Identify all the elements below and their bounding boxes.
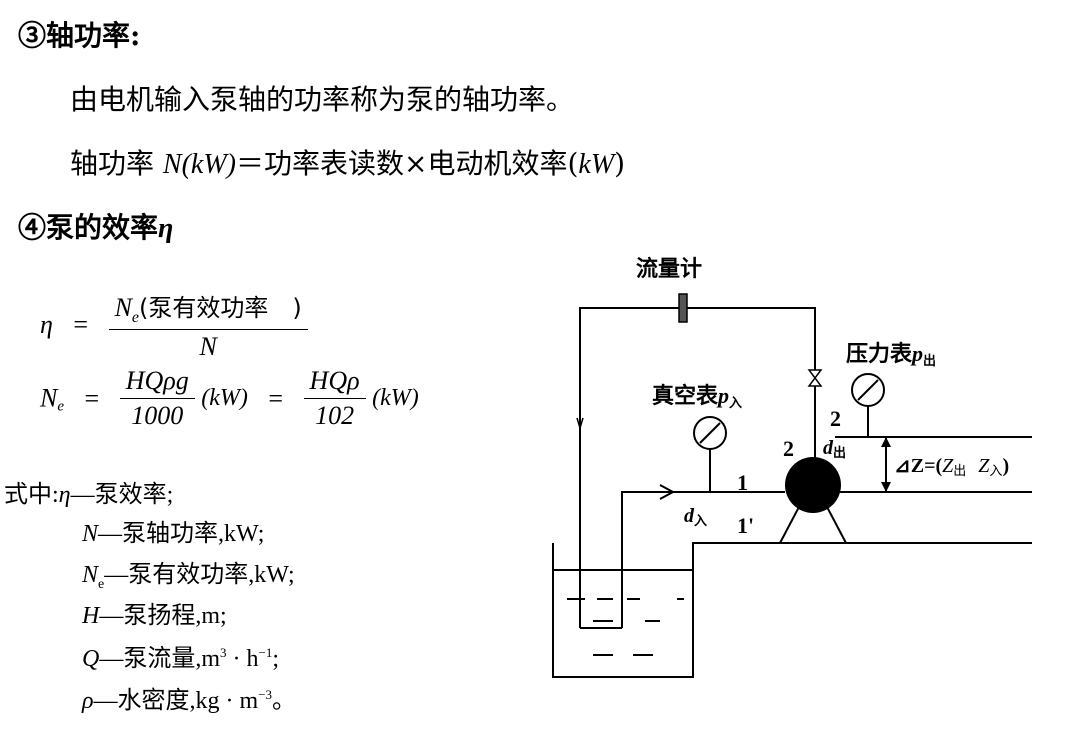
ne-unit-1: (kW) — [201, 385, 248, 411]
ne-lhs: N — [40, 383, 58, 413]
valve-icon — [807, 369, 823, 387]
legend-sup: 3 — [220, 645, 227, 660]
legend-line-3: H—泵扬程,m; — [82, 595, 227, 630]
legend-line-1: N—泵轴功率,kW; — [82, 513, 264, 548]
ne-denominator-2: 102 — [315, 401, 355, 430]
shaft-power-formula: 轴功率 N(kW)＝功率表读数×电动机效率(kW) — [70, 142, 625, 182]
legend-line-2: Ne—泵有效功率,kW; — [82, 554, 295, 593]
down-arrow-icon — [576, 417, 584, 431]
eq-sign-2: = — [268, 383, 284, 413]
point-1: 1 — [737, 470, 748, 495]
ne-fraction-1: HQρg 1000 — [119, 366, 195, 431]
tank-outline — [552, 542, 1032, 678]
legend-sym: N — [82, 562, 99, 588]
legend-intro: 式中: — [4, 482, 59, 508]
point-1-prime: 1' — [737, 513, 754, 538]
point-2-top: 2 — [830, 406, 841, 431]
legend-desc: —水密度,kg · m — [93, 688, 259, 714]
ne-denominator-1: 1000 — [131, 401, 184, 430]
eq-sign-1: = — [84, 383, 100, 413]
section3-heading: ③轴功率: — [18, 19, 141, 52]
legend-sym: Q — [82, 646, 100, 672]
pump-icon — [785, 457, 841, 513]
pump-leg-right — [825, 504, 847, 544]
pressure-gauge-icon — [851, 373, 885, 407]
formula-n: N(kW) — [162, 149, 236, 180]
ne-note: (泵有效功率 ) — [139, 294, 302, 322]
legend-desc: —泵有效功率,kW; — [104, 562, 295, 588]
formula-prefix: 轴功率 — [70, 147, 155, 180]
suction-pipe-upper — [621, 491, 785, 628]
ne-sub: e — [131, 309, 140, 327]
legend-sym: ρ — [82, 688, 94, 714]
ne-symbol: N — [114, 293, 132, 322]
bypass-pipe — [579, 307, 816, 628]
legend-line-5: ρ—水密度,kg · m−3。 — [82, 680, 296, 715]
legend-desc: —泵效率; — [70, 482, 174, 508]
legend-sup: −1 — [258, 645, 273, 660]
ne-numerator-2: HQρ — [303, 366, 366, 399]
eq-sign: = — [73, 310, 89, 340]
legend-sym: H — [82, 603, 100, 629]
eta-symbol: η — [158, 213, 174, 244]
ne-fraction-2: HQρ 102 — [303, 366, 366, 431]
ne-numerator-1: HQρg — [119, 366, 195, 399]
legend-sub: e — [98, 576, 105, 592]
ne-unit-2: (kW) — [372, 385, 419, 411]
arrow-down-icon — [881, 482, 891, 492]
pump-leg-left — [779, 504, 801, 544]
legend-desc: —泵轴功率,kW; — [98, 521, 265, 547]
legend-desc: —泵扬程,m; — [99, 603, 227, 629]
legend-mid: · h — [226, 646, 259, 672]
vacuum-gauge-icon — [693, 416, 727, 450]
formula-end: ) — [614, 147, 626, 180]
pressure-gauge-needle — [857, 379, 879, 401]
ne-formula: Ne = HQρg 1000 (kW) = HQρ 102 (kW) — [40, 366, 419, 431]
formula-unit: kW — [578, 149, 615, 180]
legend-sym: η — [58, 482, 71, 508]
section4-heading: ④泵的效率η — [18, 206, 173, 246]
d-out-label: d出 — [823, 437, 846, 460]
vacuum-gauge-label: 真空表p入 — [652, 383, 742, 410]
pressure-gauge-label: 压力表p出 — [846, 341, 936, 368]
arrow-up-icon — [881, 437, 891, 447]
legend-end: ; — [272, 646, 280, 672]
ne-lhs-sub: e — [57, 398, 65, 415]
d-in-label: d入 — [684, 505, 707, 528]
efficiency-formula: η = Ne(泵有效功率 ) N — [40, 288, 308, 362]
legend-line-0: 式中:η—泵效率; — [4, 474, 173, 509]
efficiency-numerator: Ne(泵有效功率 ) — [108, 288, 308, 331]
flow-arrow-icon — [659, 484, 676, 500]
legend-desc: —泵流量,m — [99, 646, 221, 672]
section4-heading-text: ④泵的效率 — [18, 211, 159, 244]
section3-paragraph: 由电机输入泵轴的功率称为泵的轴功率。 — [70, 83, 575, 116]
efficiency-fraction: Ne(泵有效功率 ) N — [108, 288, 308, 362]
legend-end: 。 — [272, 688, 297, 714]
flowmeter-label: 流量计 — [636, 256, 702, 281]
legend-line-4: Q—泵流量,m3 · h−1; — [82, 638, 279, 673]
eta-lhs: η — [40, 310, 53, 340]
vacuum-gauge-needle — [699, 422, 721, 444]
legend-sym: N — [82, 521, 99, 547]
efficiency-denominator: N — [199, 332, 217, 362]
legend-sup: −3 — [258, 687, 273, 702]
formula-mid: ＝功率表读数×电动机效率( — [236, 147, 579, 180]
flowmeter-icon — [678, 293, 688, 323]
point-2-left: 2 — [783, 436, 794, 461]
